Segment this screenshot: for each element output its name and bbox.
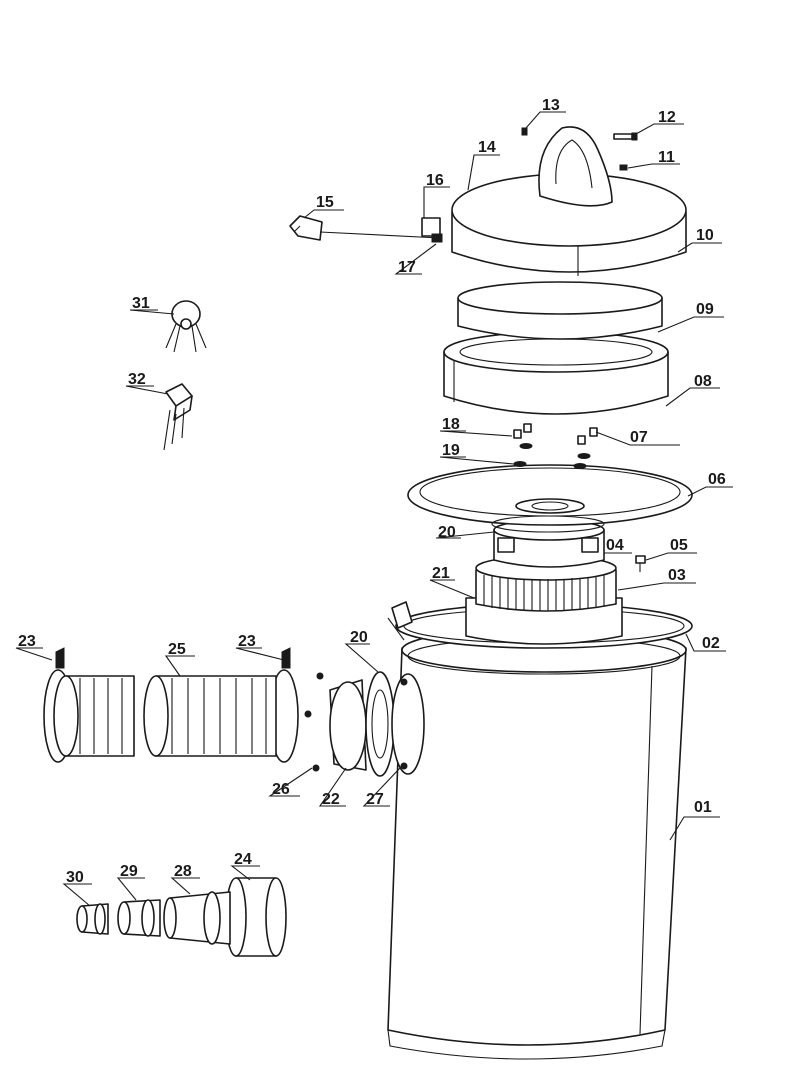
part-20-inlet-gasket — [365, 671, 395, 777]
part-26-screws — [304, 672, 324, 772]
part-01-tank — [387, 627, 687, 1060]
label-17: 17 — [398, 259, 416, 276]
label-22: 22 — [322, 791, 340, 808]
label-15: 15 — [316, 194, 334, 211]
label-07: 07 — [630, 429, 648, 446]
label-21: 21 — [432, 565, 450, 582]
part-24-adapter — [225, 877, 287, 957]
part-03-filter — [465, 555, 623, 645]
part-04-motor — [493, 519, 605, 568]
label-19: 19 — [442, 442, 460, 459]
part-31-cable-clip — [165, 300, 207, 353]
label-29: 29 — [120, 863, 138, 880]
part-labels: 01 02 03 04 05 06 07 08 09 10 11 12 13 1… — [18, 97, 726, 886]
part-16-17-strain-relief — [421, 217, 443, 243]
label-28: 28 — [174, 863, 192, 880]
label-30: 30 — [66, 869, 84, 886]
part-09-foam-disc — [457, 281, 663, 340]
label-12: 12 — [658, 109, 676, 126]
label-08: 08 — [694, 373, 712, 390]
label-14: 14 — [478, 139, 496, 156]
label-32: 32 — [128, 371, 146, 388]
part-10-lid — [451, 173, 687, 276]
label-23-left: 23 — [18, 633, 36, 650]
part-29-adapter — [117, 899, 161, 937]
label-26: 26 — [272, 781, 290, 798]
part-06-motor-plate — [407, 464, 693, 526]
label-16: 16 — [426, 172, 444, 189]
part-05-screw — [635, 555, 646, 572]
label-10: 10 — [696, 227, 714, 244]
part-28-adapter — [163, 891, 231, 945]
label-24: 24 — [234, 851, 252, 868]
label-06: 06 — [708, 471, 726, 488]
leader-lines — [15, 111, 733, 907]
part-14-handle — [538, 126, 613, 207]
label-23-right: 23 — [238, 633, 256, 650]
label-09: 09 — [696, 301, 714, 318]
label-11: 11 — [658, 149, 675, 166]
label-31: 31 — [132, 295, 150, 312]
part-32-capacitor — [163, 383, 193, 451]
part-07-18-19-fasteners — [513, 423, 598, 469]
label-20-inlet: 20 — [350, 629, 368, 646]
part-11-12-13-screws — [521, 127, 638, 171]
label-02: 02 — [702, 635, 720, 652]
label-13: 13 — [542, 97, 560, 114]
part-22-inlet-flange — [329, 679, 367, 771]
label-27: 27 — [366, 791, 384, 808]
part-30-adapter — [76, 903, 109, 935]
label-01: 01 — [694, 799, 712, 816]
label-03: 03 — [668, 567, 686, 584]
label-25: 25 — [168, 641, 186, 658]
label-20-top: 20 — [438, 524, 456, 541]
part-08-foam-ring — [443, 331, 669, 415]
part-23-hose-clamp-right — [269, 647, 299, 763]
label-18: 18 — [442, 416, 460, 433]
part-27-inlet-plate — [391, 673, 425, 775]
label-05: 05 — [670, 537, 688, 554]
part-20-gasket-top — [491, 515, 605, 533]
label-04: 04 — [606, 537, 624, 554]
part-15-power-cable — [289, 215, 441, 241]
part-25-hose — [53, 675, 277, 757]
